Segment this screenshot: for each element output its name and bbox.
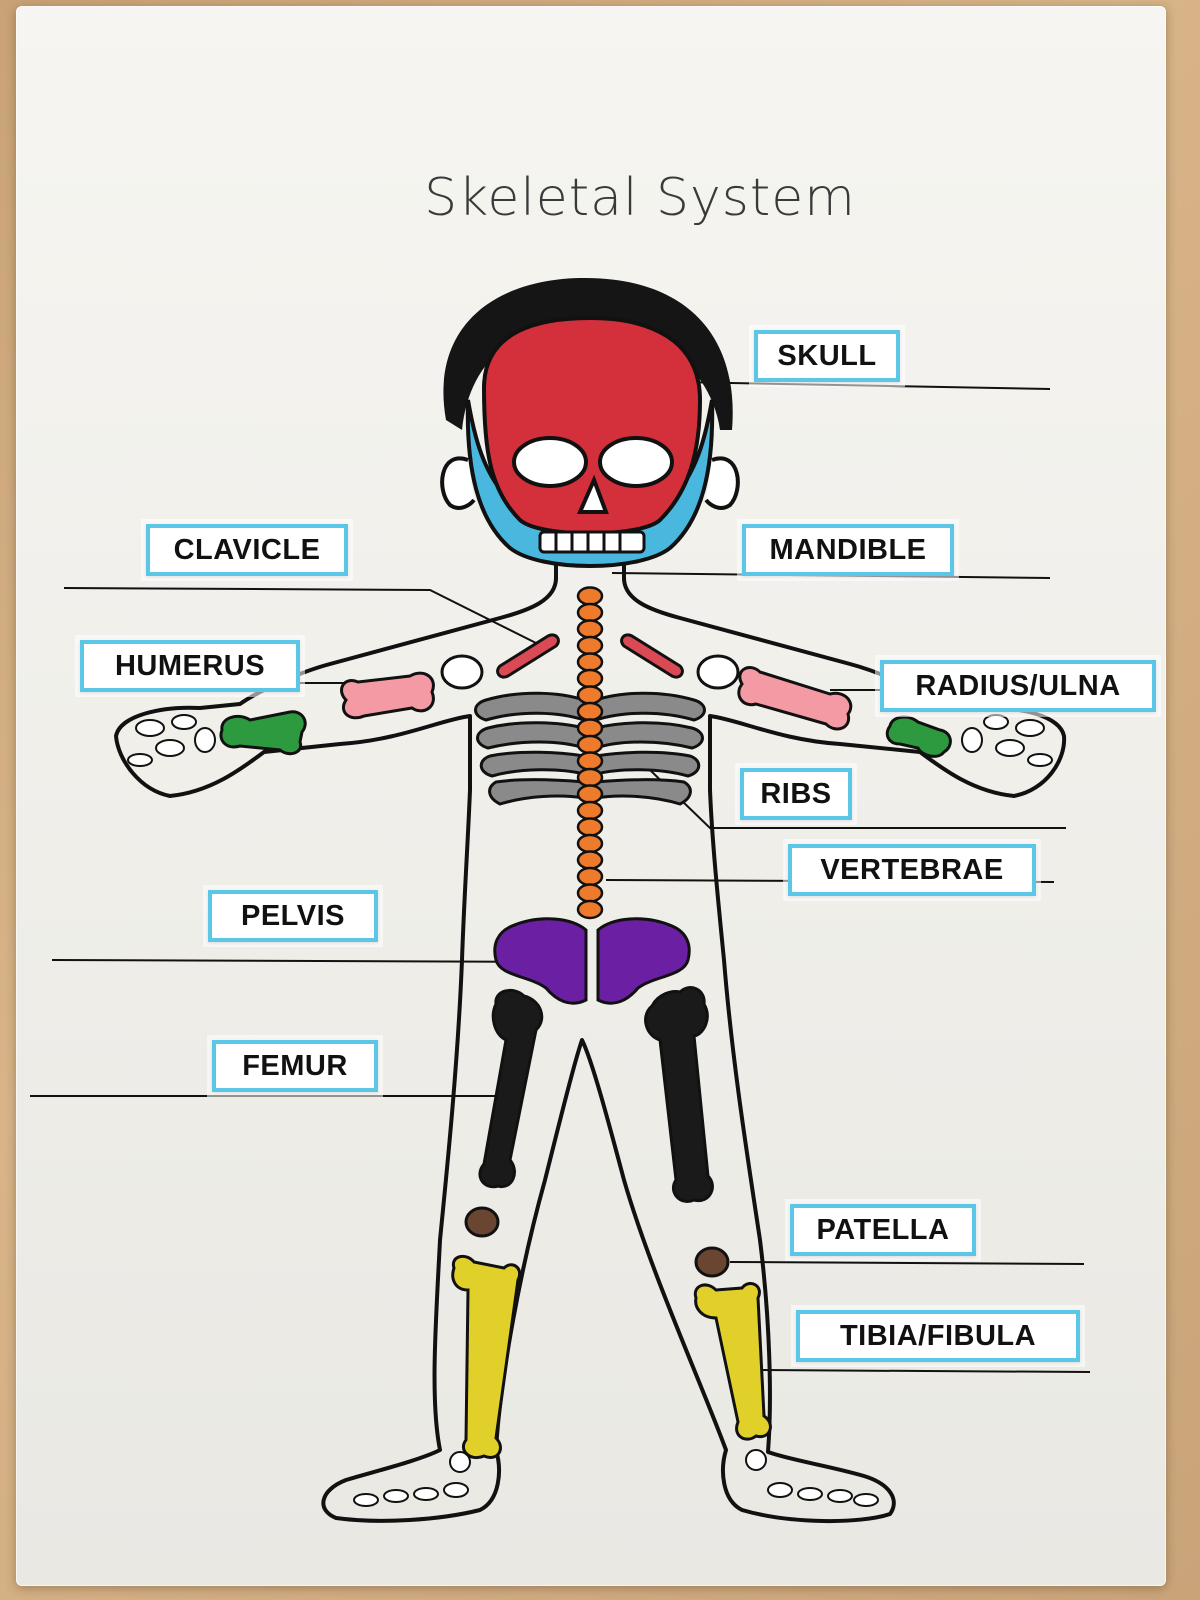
vertebra [576, 899, 604, 920]
patella-leader [729, 1261, 1085, 1265]
label-radius-ulna[interactable]: RADIUS/ULNA [880, 660, 1156, 712]
left-hand-bones [127, 714, 216, 767]
vertebra [576, 817, 604, 837]
nose-cavity [576, 474, 609, 514]
label-patella[interactable]: PATELLA [790, 1204, 976, 1256]
pelvis-leader [51, 959, 559, 963]
tibia-fibula-left [451, 1254, 521, 1459]
left-ear [440, 456, 476, 510]
label-pelvis[interactable]: PELVIS [208, 890, 378, 942]
tibia-fibula-leader [751, 1369, 1091, 1373]
radius-ulna-bone [737, 666, 853, 731]
label-vertebrae[interactable]: VERTEBRAE [788, 844, 1036, 896]
vertebra [576, 635, 604, 656]
tibia-fibula-right [693, 1282, 772, 1441]
patella-bone-left [464, 1206, 500, 1238]
label-clavicle[interactable]: CLAVICLE [146, 524, 348, 576]
vertebra [576, 767, 604, 788]
hair [443, 277, 733, 430]
femur-bone-left [478, 988, 544, 1189]
ribs-bones [474, 691, 706, 806]
pelvis-bone-left [493, 917, 588, 1005]
vertebra [576, 619, 604, 639]
left-wrist-bones [219, 710, 307, 756]
vertebra [576, 866, 604, 887]
vertebra [576, 800, 604, 821]
vertebra [576, 751, 604, 771]
patella-bone-right [694, 1246, 730, 1278]
vertebrae-bones [576, 586, 604, 920]
vertebra [576, 701, 604, 722]
label-humerus[interactable]: HUMERUS [80, 640, 300, 692]
pelvis-bone-right [596, 917, 691, 1005]
clavicle-bone-left [496, 633, 560, 679]
vertebra [576, 833, 604, 854]
feet-bones [353, 1449, 879, 1507]
right-wrist-bones [885, 715, 952, 758]
vertebra [576, 652, 604, 672]
left-shoulder-joint [440, 654, 484, 690]
label-skull[interactable]: SKULL [754, 330, 900, 382]
right-shoulder-joint [696, 654, 740, 690]
vertebra [576, 685, 604, 705]
teeth [538, 530, 646, 554]
left-eye-socket [512, 436, 588, 488]
vertebra [576, 734, 604, 755]
label-ribs[interactable]: RIBS [740, 768, 852, 820]
clavicle-leader [63, 587, 541, 646]
diagram-title: Skeletal System [424, 168, 856, 228]
vertebra [576, 602, 604, 623]
label-mandible[interactable]: MANDIBLE [742, 524, 954, 576]
vertebra [576, 883, 604, 903]
vertebra [576, 718, 604, 738]
clavicle-bone-right [620, 633, 684, 679]
right-eye-socket [598, 436, 674, 488]
label-tibia-fibula[interactable]: TIBIA/FIBULA [796, 1310, 1080, 1362]
humerus-bone [340, 671, 435, 720]
femur-bone-right [644, 986, 714, 1203]
right-ear [704, 456, 740, 510]
label-femur[interactable]: FEMUR [212, 1040, 378, 1092]
vertebra [576, 586, 604, 606]
vertebra [576, 850, 604, 870]
vertebra [576, 668, 604, 689]
right-hand-bones [961, 714, 1053, 767]
vertebra [576, 784, 604, 804]
